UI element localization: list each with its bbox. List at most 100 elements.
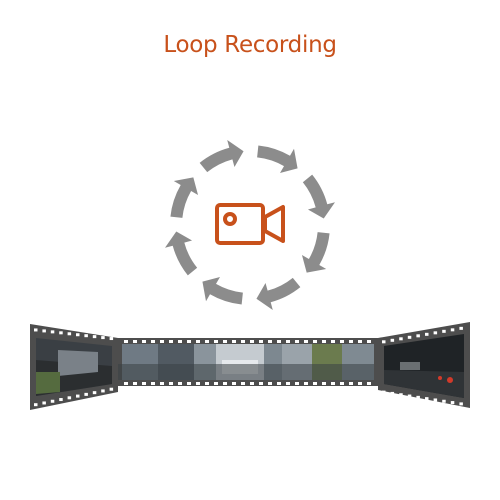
sprocket-hole [416,395,420,399]
film-panel-left [30,324,118,410]
sprocket-hole [450,328,455,332]
sprocket-hole [277,382,281,385]
sprocket-hole [133,340,137,343]
sprocket-hole [268,340,272,343]
sprocket-hole [416,334,420,338]
sprocket-hole [187,340,191,343]
sprocket-hole [340,340,344,343]
loop-arrow-segment [302,174,336,219]
loop-arrow-segment [256,277,301,311]
video-camera-icon [215,203,285,245]
sprocket-hole [304,340,308,343]
sprocket-hole [425,397,429,401]
sprocket-hole [76,333,80,337]
sprocket-hole [313,340,317,343]
loop-arrow-segment [301,232,330,273]
sprocket-hole [42,329,46,333]
sprocket-hole [442,399,446,403]
sprocket-hole [390,338,395,342]
sprocket-hole [76,394,80,398]
sprocket-hole [101,389,105,393]
circular-arrows-icon [164,139,336,311]
sprocket-hole [169,382,173,385]
sprocket-hole [196,340,200,343]
sprocket-hole [367,382,371,385]
sprocket-hole [178,382,182,385]
sprocket-hole [268,382,272,385]
sprocket-hole [223,382,227,385]
sprocket-hole [92,335,97,339]
sprocket-hole [407,335,412,339]
sprocket-hole [322,340,326,343]
sprocket-hole [358,340,362,343]
sprocket-hole [67,332,72,336]
sprocket-hole [142,382,146,385]
sprocket-hole [358,382,362,385]
sprocket-hole [442,329,446,333]
loop-cycle-graphic [164,139,336,311]
sprocket-hole [109,387,114,391]
sprocket-hole [59,331,63,335]
sprocket-hole [331,340,335,343]
sprocket-hole [399,393,403,397]
sprocket-hole [42,401,46,405]
sprocket-hole [232,382,236,385]
sprocket-hole [286,382,290,385]
sprocket-hole [286,340,290,343]
sprocket-hole [277,340,281,343]
sprocket-hole [367,340,371,343]
sprocket-hole [151,340,155,343]
sprocket-hole [459,402,463,406]
sprocket-hole [241,340,245,343]
sprocket-hole [59,398,63,402]
loop-arrow-segment [202,276,243,305]
sprocket-hole [322,382,326,385]
sprocket-hole [124,340,128,343]
sprocket-hole [214,340,218,343]
sprocket-hole [450,401,455,405]
sprocket-hole [34,328,38,332]
sprocket-hole [84,334,88,338]
sprocket-hole [92,391,97,395]
sprocket-hole [382,390,386,394]
sprocket-hole [160,340,164,343]
film-panel-right [378,322,470,408]
sprocket-hole [295,382,299,385]
sprocket-hole [459,326,463,330]
sprocket-hole [313,382,317,385]
sprocket-hole [205,340,209,343]
sprocket-hole [433,331,438,335]
sprocket-hole [382,340,386,344]
sprocket-hole [295,340,299,343]
sprocket-hole [250,382,254,385]
sprocket-hole [101,336,105,340]
page-title: Loop Recording [163,32,337,58]
sprocket-hole [223,340,227,343]
sprocket-hole [50,330,55,334]
sprocket-hole [250,340,254,343]
sprocket-hole [50,399,55,403]
sprocket-hole [349,340,353,343]
sprocket-hole [340,382,344,385]
sprocket-hole [349,382,353,385]
sprocket-hole [109,337,114,341]
sprocket-hole [232,340,236,343]
sprocket-hole [67,396,72,400]
sprocket-hole [124,382,128,385]
sprocket-hole [151,382,155,385]
sprocket-hole [433,398,438,402]
sprocket-hole [399,337,403,341]
sprocket-hole [84,392,88,396]
loop-arrow-segment [164,231,198,276]
film-panel-center [118,338,378,386]
sprocket-hole [196,382,200,385]
loop-arrow-segment [257,145,298,174]
sprocket-hole [331,382,335,385]
sprocket-hole [425,332,429,336]
sprocket-hole [133,382,137,385]
sprocket-hole [142,340,146,343]
sprocket-hole [205,382,209,385]
sprocket-hole [178,340,182,343]
sprocket-hole [390,391,395,395]
